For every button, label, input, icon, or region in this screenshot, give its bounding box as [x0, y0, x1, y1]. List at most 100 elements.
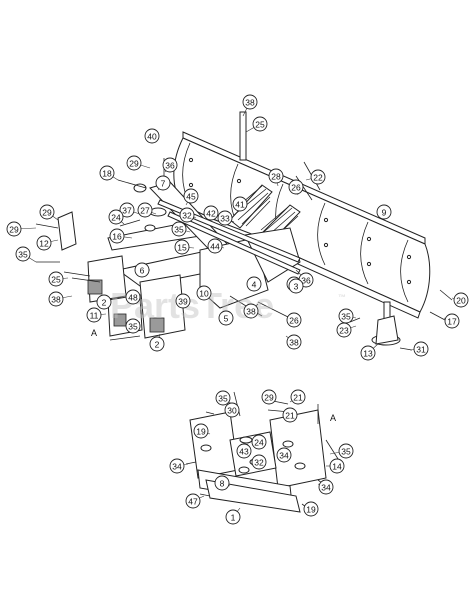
- callout-number: 17: [447, 317, 457, 327]
- callout-part-47: 47: [185, 493, 201, 509]
- callout-number: 15: [177, 243, 187, 253]
- callout-circle: [137, 202, 153, 218]
- callout-part-12: 12: [36, 235, 52, 251]
- callout-circle: [268, 168, 284, 184]
- callout-circle: [251, 454, 267, 470]
- callout-circle: [242, 94, 258, 110]
- callout-circle: [48, 291, 64, 307]
- callout-circle: [329, 458, 345, 474]
- callout-circle: [175, 293, 191, 309]
- callout-circle: [6, 221, 22, 237]
- callout-number: 27: [140, 206, 150, 216]
- callout-circle: [336, 322, 352, 338]
- callout-part-18: 18: [99, 165, 115, 181]
- callout-number: 43: [239, 447, 249, 457]
- callout-part-27: 27: [137, 202, 153, 218]
- callout-number: 21: [293, 393, 303, 403]
- callout-part-25: 25: [252, 116, 268, 132]
- callout-number: 31: [416, 345, 426, 355]
- callout-number: 35: [341, 447, 351, 457]
- callout-part-45: 45: [183, 188, 199, 204]
- callout-part-21: 21: [290, 389, 306, 405]
- callout-circle: [360, 345, 376, 361]
- callout-part-8: 8: [214, 475, 230, 491]
- callout-number: 42: [206, 209, 216, 219]
- callout-number: 24: [111, 213, 121, 223]
- callout-circle: [232, 196, 248, 212]
- callout-number: 2: [102, 298, 107, 308]
- callout-number: 29: [42, 208, 52, 218]
- callout-part-13: 13: [360, 345, 376, 361]
- callout-circle: [286, 312, 302, 328]
- callout-circle: [290, 389, 306, 405]
- callout-circle: [203, 205, 219, 221]
- callout-part-48: 48: [125, 289, 141, 305]
- callout-part-26: 26: [286, 312, 302, 328]
- callout-part-9: 9: [376, 204, 392, 220]
- callout-number: 30: [227, 406, 237, 416]
- callout-circle: [282, 407, 298, 423]
- callout-circle: [243, 303, 259, 319]
- callout-circle: [288, 278, 304, 294]
- callout-number: 19: [196, 427, 206, 437]
- callout-number: 48: [128, 293, 138, 303]
- callout-part-33: 33: [217, 210, 233, 226]
- callout-part-11: 11: [86, 307, 102, 323]
- callout-number: 29: [264, 393, 274, 403]
- callout-part-2: 2: [96, 294, 112, 310]
- callout-circle: [134, 262, 150, 278]
- callout-part-36: 36: [162, 157, 178, 173]
- callout-number: 40: [147, 132, 157, 142]
- callout-circle: [96, 294, 112, 310]
- callout-part-44: 44: [207, 238, 223, 254]
- callout-circle: [252, 116, 268, 132]
- callout-circle: [224, 402, 240, 418]
- callout-part-39: 39: [175, 293, 191, 309]
- callout-number: 38: [289, 338, 299, 348]
- callout-number: 19: [306, 505, 316, 515]
- callout-number: 14: [332, 462, 342, 472]
- callout-part-32: 32: [179, 207, 195, 223]
- callout-number: 38: [245, 98, 255, 108]
- callout-circle: [413, 341, 429, 357]
- callout-number: 37: [122, 206, 132, 216]
- callout-circle: [217, 210, 233, 226]
- callout-circle: [288, 179, 304, 195]
- callout-circle: [36, 235, 52, 251]
- callout-part-38: 38: [243, 303, 259, 319]
- callout-number: 8: [220, 479, 225, 489]
- callout-circle: [215, 390, 231, 406]
- callout-number: 20: [456, 296, 466, 306]
- callout-part-29: 29: [126, 155, 142, 171]
- callout-circle: [196, 285, 212, 301]
- callout-part-42: 42: [203, 205, 219, 221]
- callout-part-16: 16: [109, 228, 125, 244]
- callout-number: 18: [102, 169, 112, 179]
- callout-circle: [39, 204, 55, 220]
- callout-part-7: 7: [155, 175, 171, 191]
- callout-circle: [214, 475, 230, 491]
- callout-circle: [86, 307, 102, 323]
- callout-circle: [185, 493, 201, 509]
- callout-part-1: 1: [225, 509, 241, 525]
- callout-number: 41: [235, 200, 245, 210]
- callout-part-10: 10: [196, 285, 212, 301]
- callout-circle: [207, 238, 223, 254]
- callout-circle: [261, 389, 277, 405]
- callout-circle: [453, 292, 469, 308]
- callout-part-4: 4: [246, 276, 262, 292]
- callout-circle: [169, 458, 185, 474]
- callout-circle: [174, 239, 190, 255]
- callout-circle: [162, 157, 178, 173]
- callout-circle: [303, 501, 319, 517]
- callout-part-35: 35: [15, 246, 31, 262]
- callout-part-38: 38: [48, 291, 64, 307]
- callout-number: 12: [39, 239, 49, 249]
- callout-number: 26: [291, 183, 301, 193]
- callout-number: 44: [210, 242, 220, 252]
- callout-number: 11: [90, 311, 99, 321]
- callout-number: 2: [155, 340, 160, 350]
- callout-number: 32: [254, 458, 264, 468]
- callout-part-2: 2: [149, 336, 165, 352]
